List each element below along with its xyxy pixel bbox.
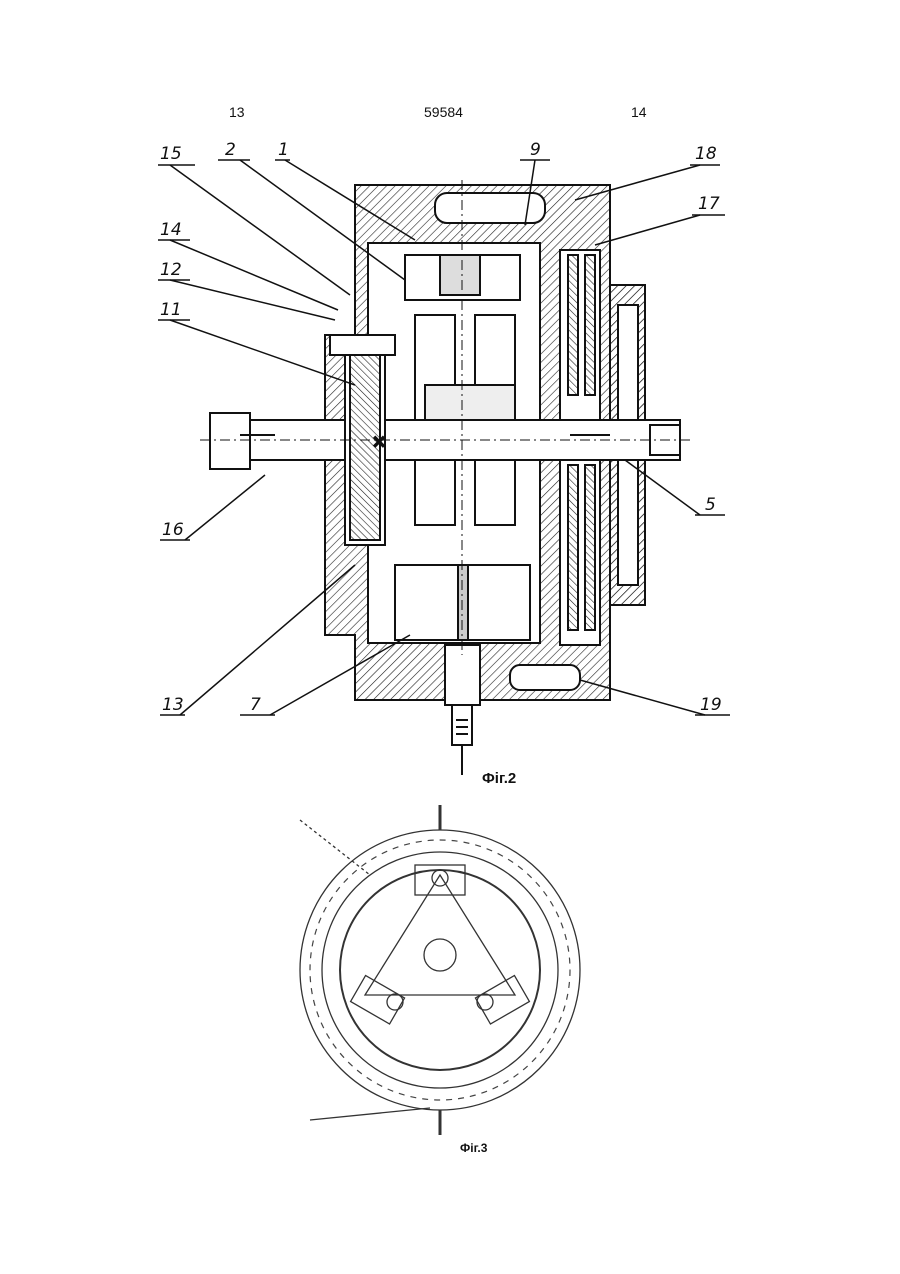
callout-7: 7 bbox=[250, 695, 261, 715]
figure-2-caption: Фіг.2 bbox=[482, 770, 516, 785]
pin-right bbox=[477, 994, 493, 1010]
callout-15: 15 bbox=[160, 144, 182, 164]
slot-ring bbox=[322, 852, 558, 1088]
callout-2: 2 bbox=[225, 140, 236, 160]
figure-3-drawing: Фіг.3 bbox=[280, 790, 600, 1160]
inner-ring bbox=[340, 870, 540, 1070]
callout-9: 9 bbox=[530, 140, 541, 160]
center-hub bbox=[424, 939, 456, 971]
callout-19: 19 bbox=[700, 695, 722, 715]
pin-top bbox=[432, 870, 448, 886]
page-number-right: 14 bbox=[631, 104, 647, 120]
callout-18: 18 bbox=[695, 144, 717, 164]
callout-11: 11 bbox=[160, 300, 182, 320]
callout-17: 17 bbox=[698, 194, 720, 214]
callout-13: 13 bbox=[162, 695, 184, 715]
callout-14: 14 bbox=[160, 220, 182, 240]
rotor-triangle bbox=[365, 875, 515, 995]
patent-number: 59584 bbox=[424, 104, 463, 120]
callout-16: 16 bbox=[162, 520, 184, 540]
callout-12: 12 bbox=[160, 260, 182, 280]
lower-channel bbox=[510, 665, 580, 690]
callout-5: 5 bbox=[705, 495, 716, 515]
outer-ring bbox=[300, 830, 580, 1110]
gear-pin bbox=[330, 335, 395, 355]
svg-text:×: × bbox=[372, 432, 386, 452]
figure-2-drawing: × 15 2 1 9 18 17 14 12 11 16 5 13 7 19 Ф… bbox=[140, 135, 740, 785]
page-number-left: 13 bbox=[229, 104, 245, 120]
pin-left bbox=[387, 994, 403, 1010]
shaft-left-end bbox=[210, 413, 250, 469]
figure-3-caption: Фіг.3 bbox=[460, 1141, 488, 1155]
callout-1: 1 bbox=[278, 140, 289, 160]
